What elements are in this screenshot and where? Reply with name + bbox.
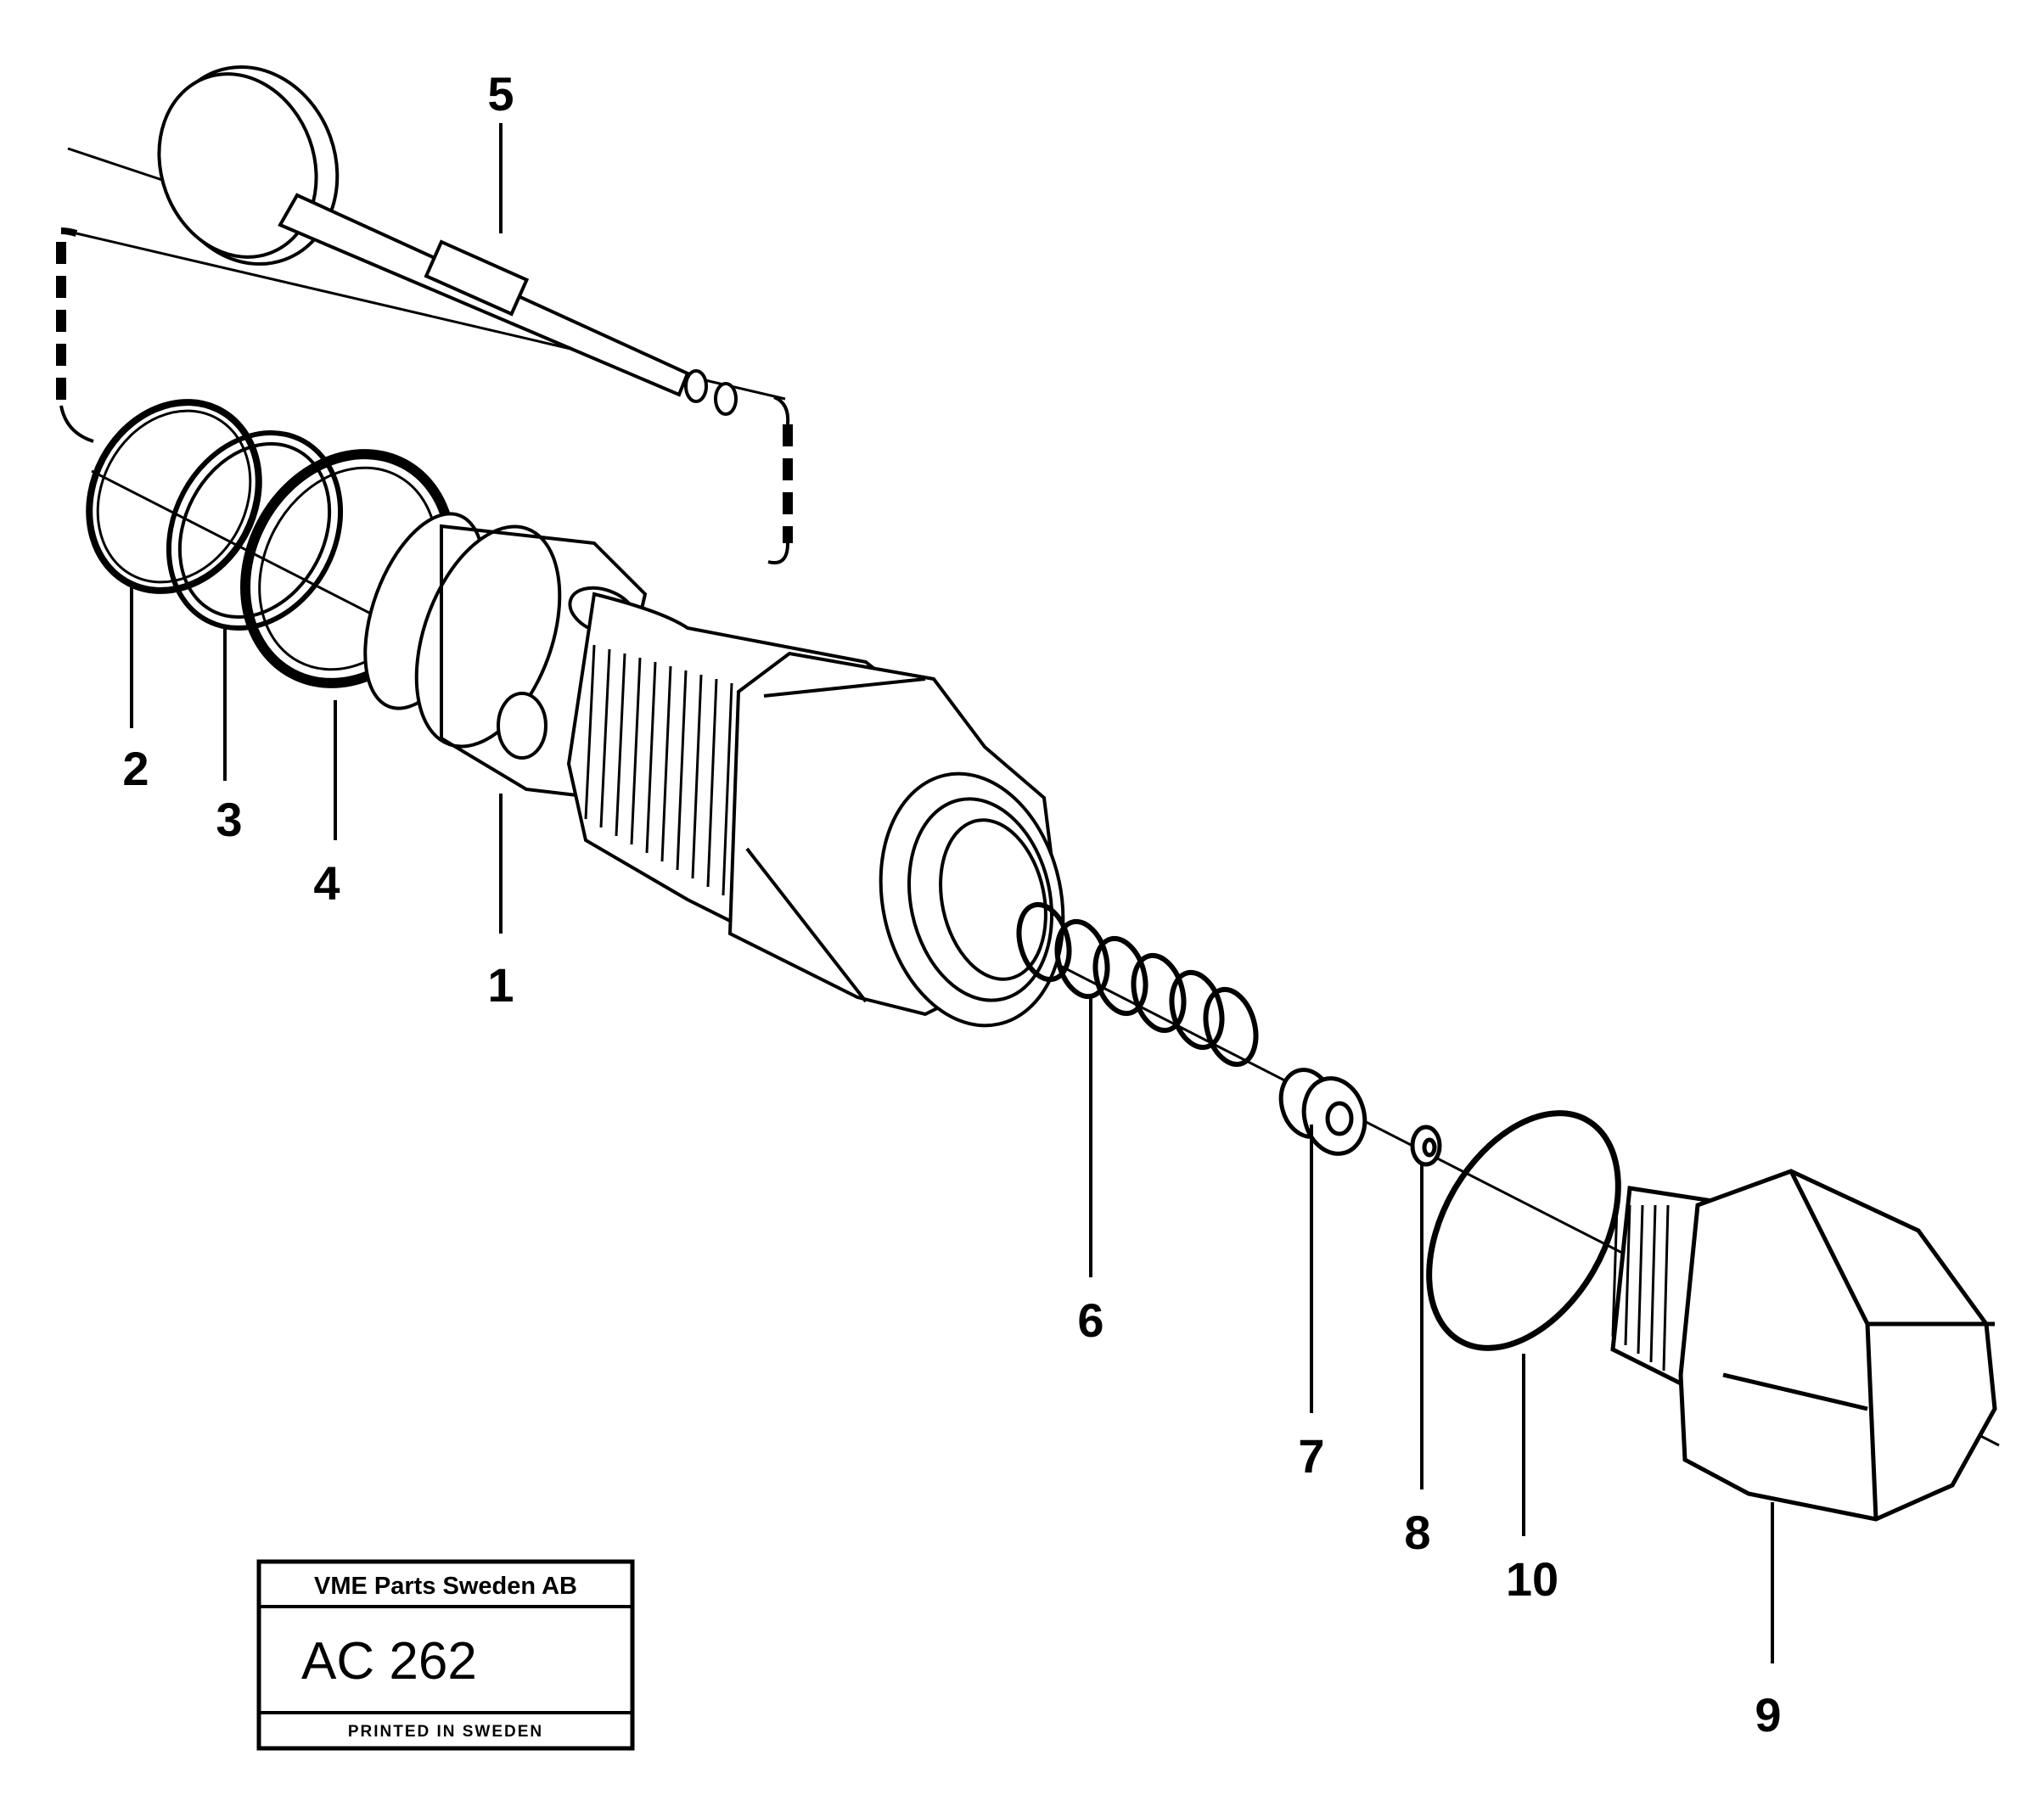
callout-1: 1 [487, 958, 514, 1012]
stamp-company: VME Parts Sweden AB [314, 1573, 577, 1600]
parts-stamp: VME Parts Sweden AB AC 262 PRINTED IN SW… [256, 1559, 635, 1751]
part-washer [1410, 1125, 1442, 1167]
callout-6: 6 [1077, 1293, 1103, 1347]
callout-2: 2 [122, 742, 149, 795]
part-plug [1610, 1169, 1997, 1522]
leader-lines [130, 123, 1774, 1663]
callout-3: 3 [216, 793, 242, 846]
callout-10: 10 [1506, 1552, 1558, 1606]
stamp-printed: PRINTED IN SWEDEN [348, 1723, 543, 1741]
part-o-ring-10 [1426, 1110, 1621, 1351]
callout-4: 4 [313, 856, 340, 910]
callout-8: 8 [1404, 1506, 1430, 1559]
part-valve-body [363, 512, 1065, 1028]
part-o-ring-2 [86, 399, 262, 594]
part-poppet [1278, 1068, 1367, 1156]
callout-5: 5 [487, 67, 514, 121]
callout-9: 9 [1755, 1688, 1781, 1742]
valve-axis [67, 147, 171, 184]
stamp-code: AC 262 [301, 1632, 477, 1691]
part-backup-ring-3 [166, 430, 344, 631]
part-valve [157, 65, 738, 416]
part-spring [1016, 901, 1259, 1068]
callout-7: 7 [1298, 1429, 1324, 1483]
